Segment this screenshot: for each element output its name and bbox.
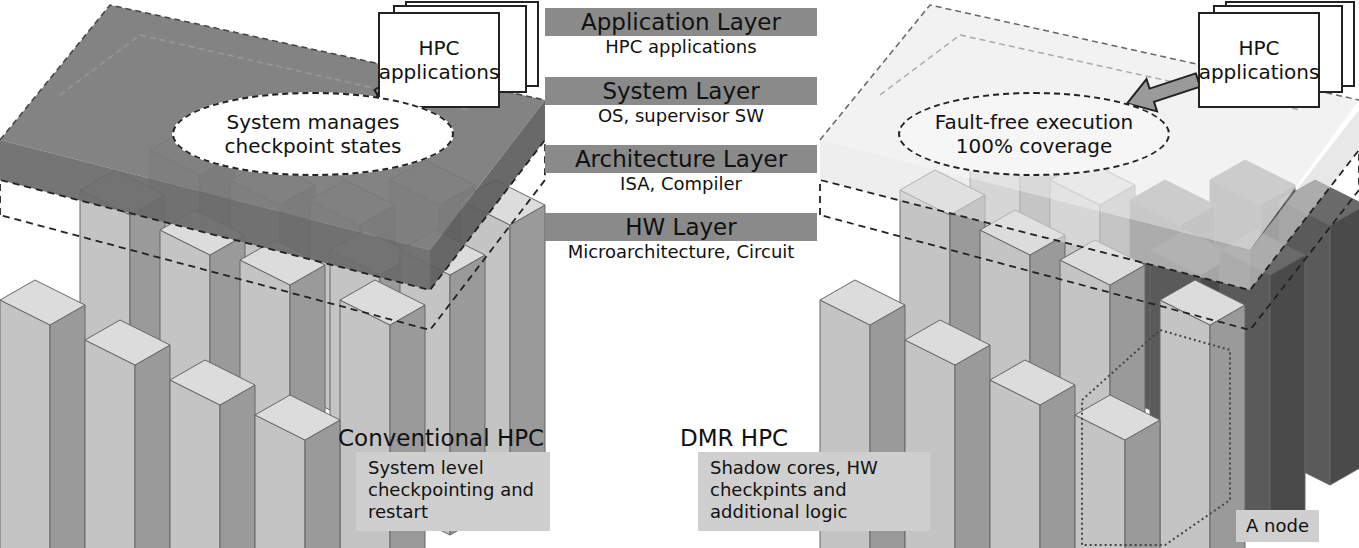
pillar-face — [85, 320, 170, 365]
layer-label: Architecture LayerISA, Compiler — [545, 145, 817, 195]
pillar-face — [1330, 205, 1359, 485]
pillar-face — [170, 360, 255, 405]
paper-box: HPC applications — [1198, 12, 1320, 108]
pillar-face — [305, 420, 340, 548]
pillar-face — [1160, 280, 1245, 325]
pillar-face — [170, 380, 220, 548]
ellipse-node: System manages checkpoint states — [172, 92, 454, 176]
block-arrow — [1127, 73, 1200, 111]
node-title: A node — [1246, 515, 1309, 536]
pillar-face — [340, 280, 425, 325]
node-title: Conventional HPC — [338, 424, 550, 452]
caption-box: DMR HPCShadow cores, HW checkpints and a… — [680, 424, 930, 531]
pillar-face — [1075, 395, 1160, 440]
arrow-shape — [1127, 73, 1200, 111]
right-arch-outline — [820, 150, 1359, 330]
node-title: Architecture Layer — [545, 145, 817, 173]
node-title: HPC applications — [1199, 36, 1320, 84]
node-title: DMR HPC — [680, 424, 930, 452]
pillar-face — [905, 320, 990, 365]
pillar-face — [990, 360, 1075, 405]
pillar-face — [820, 280, 905, 325]
node-outline — [1082, 330, 1230, 545]
ellipse-node: Fault-free execution 100% coverage — [898, 92, 1170, 176]
layer-label: HW LayerMicroarchitecture, Circuit — [545, 213, 817, 263]
pillar-face — [990, 380, 1040, 548]
layer-label: System LayerOS, supervisor SW — [545, 77, 817, 127]
node-title: Fault-free execution 100% coverage — [927, 110, 1142, 158]
pillar-face — [0, 300, 50, 548]
pillar-face — [1125, 420, 1160, 548]
pillar-face — [1040, 385, 1075, 548]
node-title: Application Layer — [545, 8, 817, 36]
node-subtext: ISA, Compiler — [545, 173, 817, 195]
paper-box: HPC applications — [378, 12, 500, 108]
caption-box: Conventional HPCSystem level checkpointi… — [338, 424, 550, 531]
node-subtext: OS, supervisor SW — [545, 105, 817, 127]
pillar-face — [50, 305, 85, 548]
node-subtext: System level checkpointing and restart — [356, 452, 550, 531]
node-subtext: HPC applications — [545, 36, 817, 58]
node-tag: A node — [1236, 510, 1319, 542]
pillar-face — [85, 340, 135, 548]
pillar-face — [955, 345, 990, 548]
node-subtext: Shadow cores, HW checkpints and addition… — [698, 452, 930, 531]
layer-label: Application LayerHPC applications — [545, 8, 817, 58]
node-title: System Layer — [545, 77, 817, 105]
node-title: HPC applications — [379, 36, 500, 84]
node-title: System manages checkpoint states — [206, 110, 421, 158]
node-title: HW Layer — [545, 213, 817, 241]
pillar-face — [220, 385, 255, 548]
pillar-face — [0, 280, 85, 325]
pillar-face — [135, 345, 170, 548]
right-slab — [820, 5, 1359, 290]
node-subtext: Microarchitecture, Circuit — [545, 241, 817, 263]
pillar-face — [255, 395, 340, 440]
